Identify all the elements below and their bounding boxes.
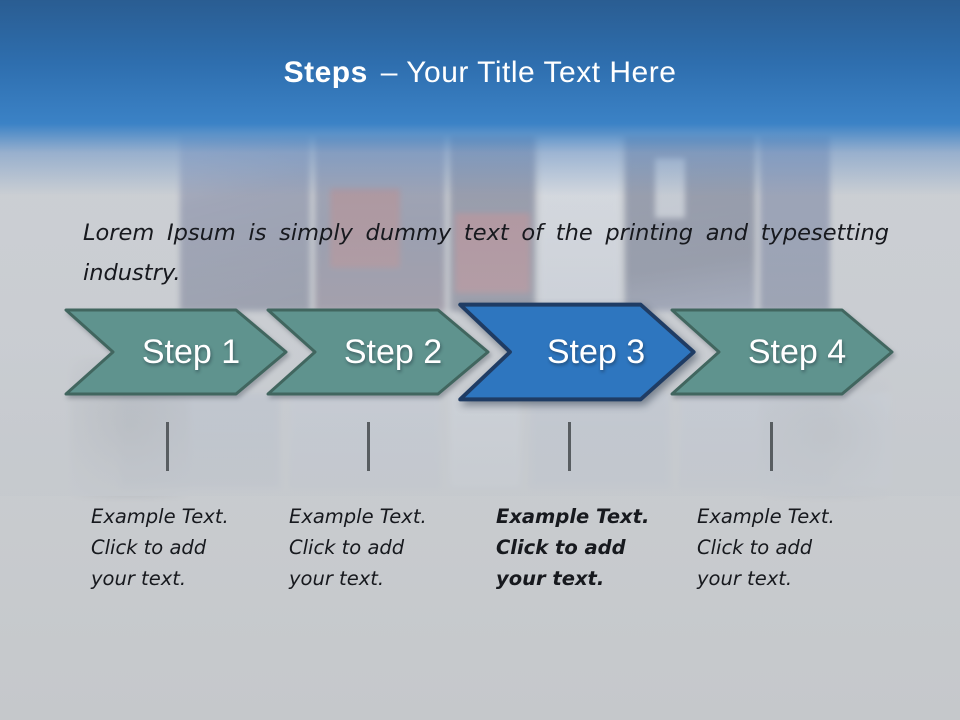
step-chevron-1 (64, 308, 288, 396)
step-caption-1: Example Text. Click to add your text. (91, 505, 229, 590)
tick-mark-2 (367, 422, 370, 471)
step-caption-2: Example Text. Click to add your text. (289, 505, 427, 590)
chevron-arrow-shape (266, 308, 490, 396)
tick-mark-4 (770, 422, 773, 471)
chevron-arrow-shape (458, 302, 696, 402)
title-subtitle: – Your Title Text Here (380, 56, 677, 89)
step-caption-4: Example Text. Click to add your text. (697, 505, 835, 590)
tick-mark-3 (568, 422, 571, 471)
step-caption-3: Example Text. Click to add your text. (496, 505, 650, 590)
step-label-1: Step 1 (141, 333, 241, 371)
title-keyword: Steps (283, 56, 368, 89)
header-band (0, 0, 960, 196)
intro-paragraph: Lorem Ipsum is simply dummy text of the … (83, 219, 889, 286)
slide-title: Steps – Your Title Text Here (0, 56, 960, 90)
step-label-4: Step 4 (747, 333, 847, 371)
tick-mark-1 (166, 422, 169, 471)
step-chevron-3-active (458, 302, 696, 402)
step-chevron-2 (266, 308, 490, 396)
step-chevron-4 (670, 308, 894, 396)
step-label-2: Step 2 (343, 333, 443, 371)
chevron-arrow-shape (64, 308, 288, 396)
chevron-arrow-shape (670, 308, 894, 396)
step-label-3: Step 3 (546, 333, 646, 371)
